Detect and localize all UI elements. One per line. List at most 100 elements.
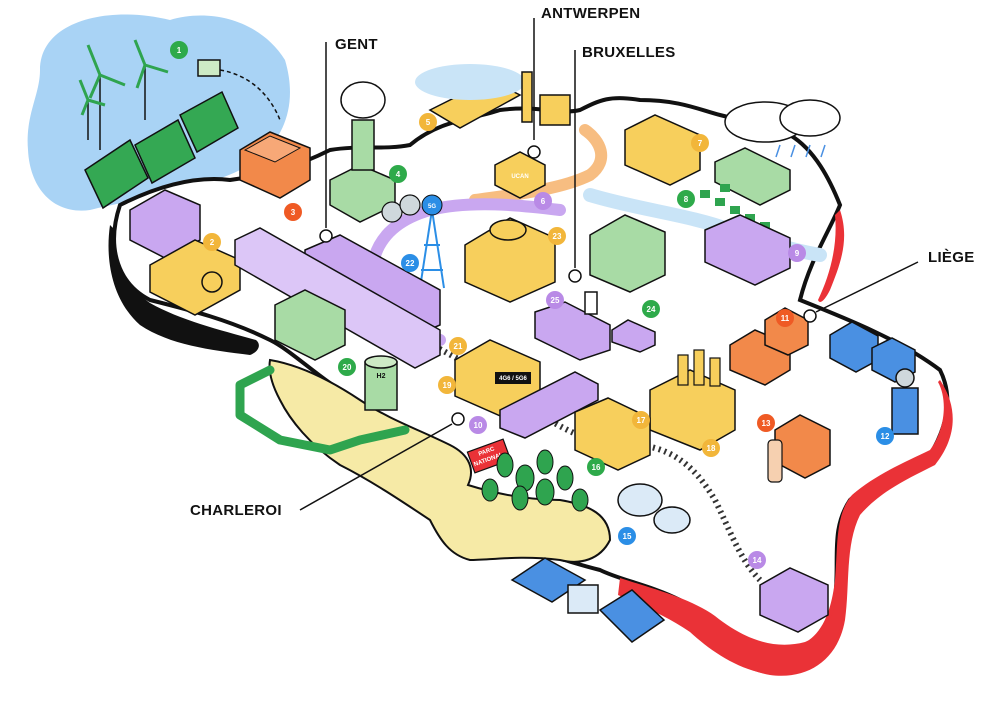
marker-number: 23 bbox=[553, 232, 562, 241]
port-cranes bbox=[521, 71, 571, 126]
marker-circle bbox=[469, 416, 487, 434]
city-label-antwerpen: ANTWERPEN bbox=[541, 5, 640, 22]
marker-number: 1 bbox=[177, 46, 182, 55]
marker-11: 11 bbox=[776, 309, 794, 327]
port-ship bbox=[415, 64, 525, 129]
city-charleroi: CHARLEROI bbox=[190, 412, 465, 519]
satellite bbox=[510, 557, 666, 643]
marker-circle bbox=[534, 192, 552, 210]
marker-circle bbox=[677, 190, 695, 208]
marker-number: 20 bbox=[343, 363, 352, 372]
marker-6: 6 bbox=[534, 192, 552, 210]
building-cinquantenaire bbox=[589, 214, 666, 293]
rain-clouds bbox=[724, 99, 841, 158]
marker-4: 4 bbox=[389, 165, 407, 183]
houses-red bbox=[729, 307, 809, 386]
marker-number: 16 bbox=[592, 463, 601, 472]
city-gent: GENT bbox=[319, 36, 378, 243]
building-purple-barn bbox=[129, 189, 201, 259]
marker-number: 21 bbox=[454, 342, 463, 351]
marker-circle bbox=[401, 254, 419, 272]
van-label: UCAN bbox=[511, 174, 528, 180]
city-label-liege: LIÈGE bbox=[928, 249, 975, 266]
marker-number: 14 bbox=[753, 556, 762, 565]
bus bbox=[534, 301, 611, 361]
hydrogen-label: H2 bbox=[377, 373, 386, 380]
marker-22: 22 bbox=[401, 254, 419, 272]
marker-19: 19 bbox=[438, 376, 456, 394]
orange-path bbox=[469, 124, 608, 206]
marker-number: 17 bbox=[637, 416, 646, 425]
ev-charger bbox=[584, 291, 598, 315]
marker-7: 7 bbox=[691, 134, 709, 152]
satellite-dishes bbox=[617, 483, 691, 534]
marker-16: 16 bbox=[587, 458, 605, 476]
building-yellow-nuclear bbox=[649, 349, 736, 451]
marker-13: 13 bbox=[757, 414, 775, 432]
marker-circle bbox=[748, 551, 766, 569]
building-station: 4G6 / 5G6 bbox=[454, 339, 541, 419]
marker-9: 9 bbox=[788, 244, 806, 262]
city-label-gent: GENT bbox=[335, 36, 378, 53]
numbered-markers: 1234567891011121314151617181920212223242… bbox=[170, 41, 894, 569]
building-green-power-plant bbox=[329, 81, 396, 223]
forest bbox=[481, 449, 589, 512]
city-label-charleroi: CHARLEROI bbox=[190, 502, 282, 519]
train-top bbox=[234, 227, 441, 369]
marker-1: 1 bbox=[170, 41, 188, 59]
south-region bbox=[268, 358, 612, 563]
delivery-van: UCAN bbox=[494, 151, 546, 199]
marker-5: 5 bbox=[419, 113, 437, 131]
marker-17: 17 bbox=[632, 411, 650, 429]
marker-circle bbox=[338, 358, 356, 376]
marker-24: 24 bbox=[642, 300, 660, 318]
marker-10: 10 bbox=[469, 416, 487, 434]
building-yellow-hub bbox=[624, 114, 701, 186]
marker-number: 25 bbox=[551, 296, 560, 305]
marker-23: 23 bbox=[548, 227, 566, 245]
marker-circle bbox=[449, 337, 467, 355]
marker-number: 24 bbox=[647, 305, 656, 314]
marker-number: 22 bbox=[406, 259, 415, 268]
marker-14: 14 bbox=[748, 551, 766, 569]
marker-number: 15 bbox=[623, 532, 632, 541]
rolls-storage bbox=[381, 194, 421, 223]
city-antwerpen: ANTWERPEN bbox=[527, 5, 640, 159]
marker-circle bbox=[757, 414, 775, 432]
building-yellow-factory bbox=[149, 239, 241, 316]
park-sign-line-1: PARC bbox=[478, 446, 496, 458]
sky-area bbox=[27, 14, 290, 211]
marker-number: 3 bbox=[291, 208, 296, 217]
marker-circle bbox=[691, 134, 709, 152]
marker-number: 18 bbox=[707, 444, 716, 453]
marker-circle bbox=[546, 291, 564, 309]
city-label-bruxelles: BRUXELLES bbox=[582, 44, 676, 61]
marker-number: 11 bbox=[781, 314, 790, 323]
marker-circle bbox=[284, 203, 302, 221]
marker-number: 10 bbox=[474, 421, 483, 430]
data-tower bbox=[891, 368, 919, 435]
purple-bridge-crane bbox=[704, 214, 791, 286]
marker-number: 8 bbox=[684, 195, 689, 204]
substation bbox=[197, 59, 221, 77]
bottle bbox=[767, 439, 783, 483]
power-line bbox=[219, 69, 281, 121]
marker-number: 4 bbox=[396, 170, 401, 179]
marker-circle bbox=[632, 411, 650, 429]
marker-25: 25 bbox=[546, 291, 564, 309]
marker-number: 13 bbox=[762, 419, 771, 428]
tower-5g: 5G bbox=[419, 194, 445, 289]
building-red-historic bbox=[239, 131, 311, 199]
tower-5g-label: 5G bbox=[428, 204, 436, 210]
marker-number: 9 bbox=[795, 249, 800, 258]
marker-circle bbox=[548, 227, 566, 245]
marker-number: 19 bbox=[443, 381, 452, 390]
marker-circle bbox=[587, 458, 605, 476]
marker-circle bbox=[702, 439, 720, 457]
marker-20: 20 bbox=[338, 358, 356, 376]
marker-15: 15 bbox=[618, 527, 636, 545]
car bbox=[611, 319, 656, 353]
marker-18: 18 bbox=[702, 439, 720, 457]
